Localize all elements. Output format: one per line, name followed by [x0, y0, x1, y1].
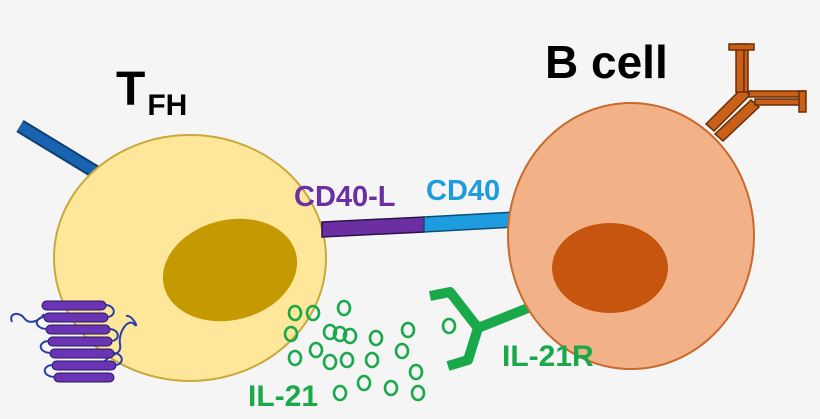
b-cell-label: B cell: [545, 36, 668, 88]
il21-molecule-icon: [332, 325, 348, 343]
il21-label: IL-21: [248, 380, 318, 413]
il21-molecule-icon: [322, 323, 338, 341]
il21-molecule-icon: [410, 384, 426, 402]
il21-molecule-icon: [283, 325, 299, 343]
cd40-bar: [423, 211, 517, 233]
il21-molecules: [283, 299, 457, 402]
il21r-icon: [429, 287, 550, 371]
tfh-nucleus: [162, 218, 298, 322]
b-cell: [507, 102, 755, 370]
tfh-label-main: T: [116, 63, 145, 116]
il21-molecule-icon: [287, 304, 303, 322]
il21-molecule-icon: [368, 329, 384, 347]
b-cell-nucleus: [552, 223, 668, 313]
il21-molecule-icon: [441, 317, 457, 335]
il21-molecule-icon: [287, 349, 303, 367]
il21-molecule-icon: [364, 351, 380, 369]
il21-molecule-icon: [332, 384, 348, 402]
il21-molecule-icon: [339, 351, 355, 369]
il21-molecule-icon: [400, 321, 416, 339]
il21-molecule-icon: [336, 299, 352, 317]
transmembrane-receptor-icon: [10, 300, 138, 383]
tfh-label: TFH: [116, 63, 187, 122]
il21-molecule-icon: [394, 342, 410, 360]
il21r-label: IL-21R: [502, 340, 594, 373]
il21-molecule-icon: [308, 341, 324, 359]
antibody-icon: [704, 43, 807, 143]
il21-molecule-icon: [408, 363, 424, 381]
il21-molecule-icon: [342, 327, 358, 345]
cd40-label: CD40: [426, 175, 500, 207]
cd40l-bar: [321, 216, 425, 238]
cd40l-label: CD40-L: [294, 181, 396, 213]
cd40l-cd40-bond: [321, 211, 517, 238]
il21-molecule-icon: [356, 374, 372, 392]
il21-molecule-icon: [322, 353, 338, 371]
il21-molecule-icon: [383, 379, 399, 397]
tfh-cell: [53, 134, 327, 382]
tfh-label-sub: FH: [147, 89, 187, 122]
il21-molecule-icon: [305, 304, 321, 322]
